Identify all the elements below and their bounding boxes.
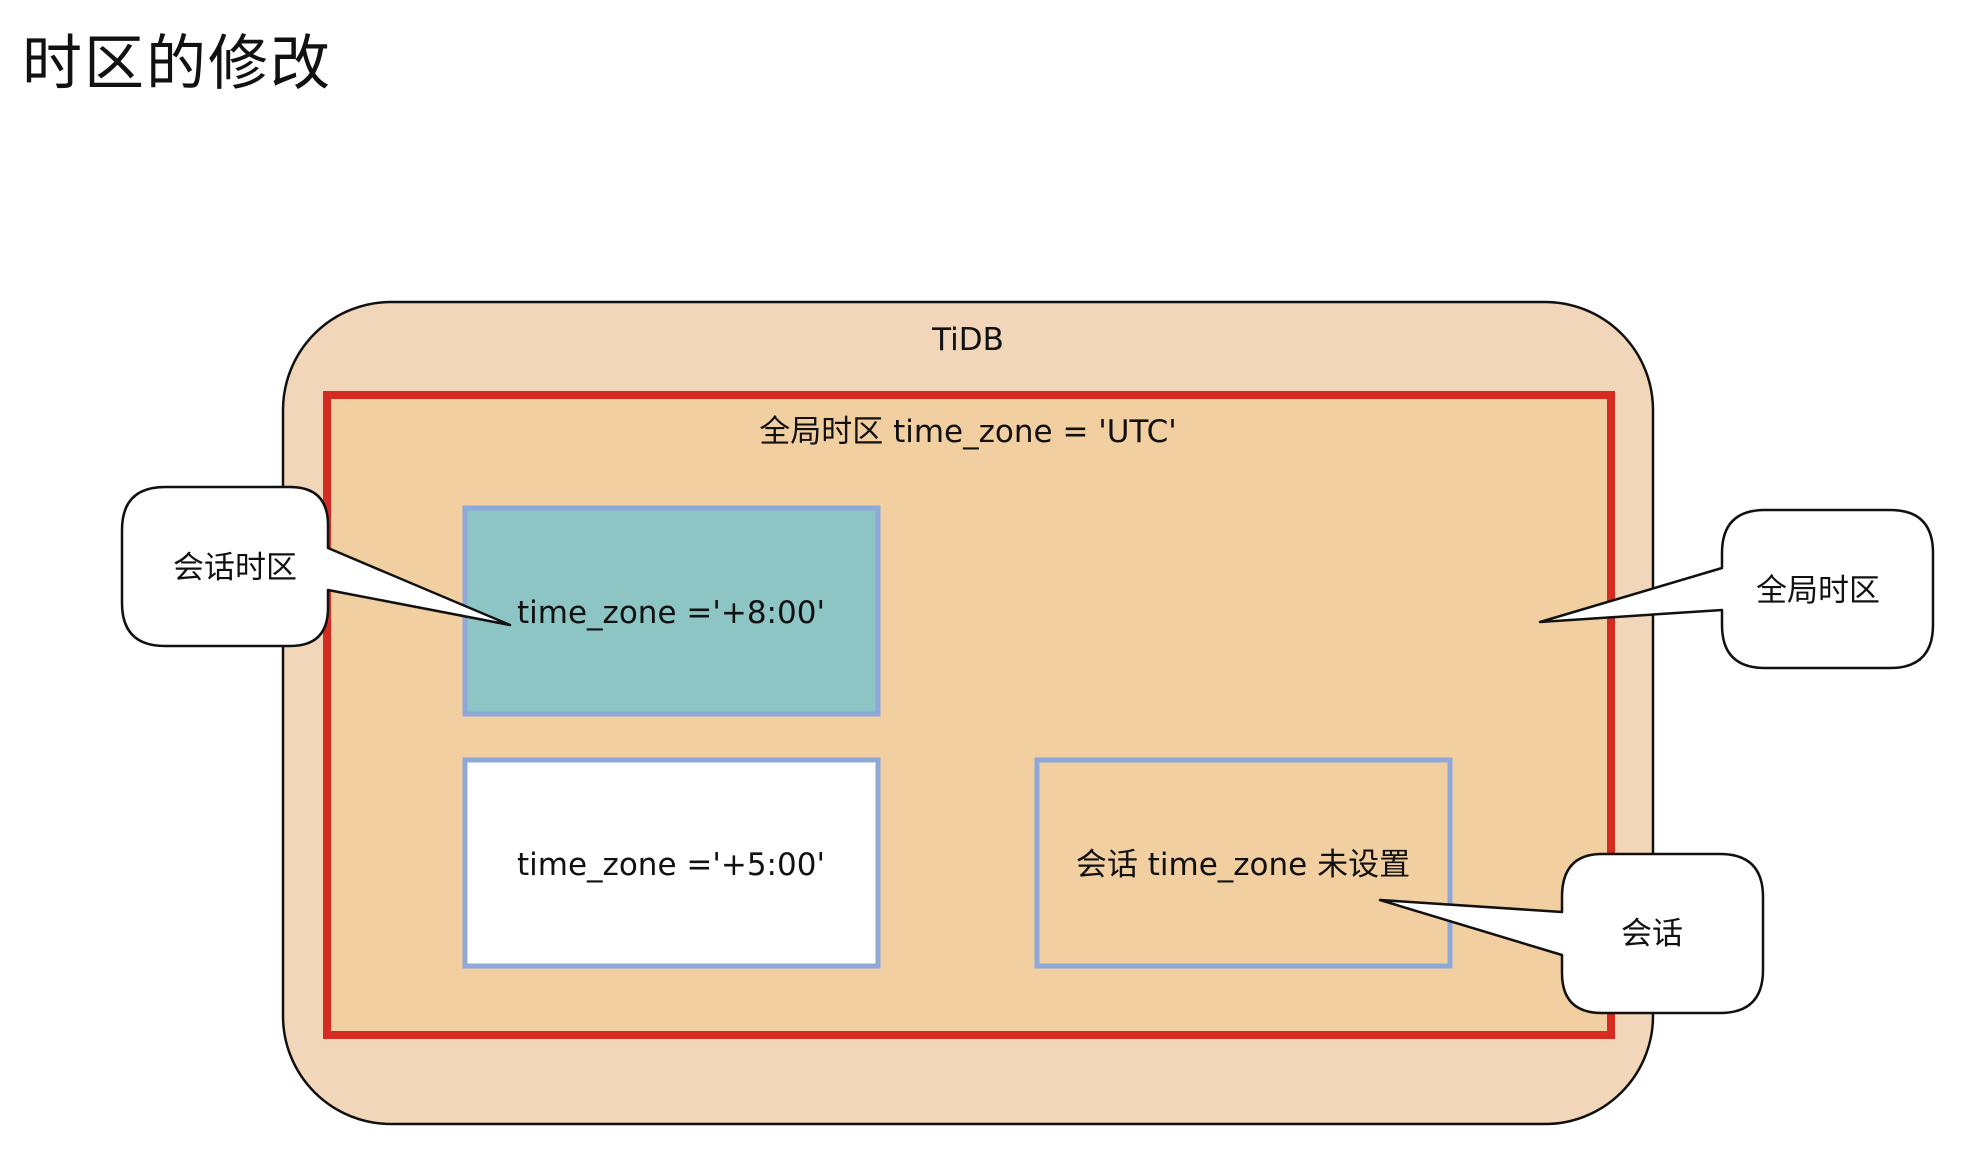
session-box-plus-5-label: time_zone ='+5:00': [517, 847, 825, 883]
callout-global-timezone: [1538, 508, 1935, 670]
session-box-unset-label: 会话 time_zone 未设置: [1076, 847, 1410, 883]
session-box-plus-5: [462, 757, 881, 969]
global-timezone-label: 全局时区 time_zone = 'UTC': [759, 414, 1177, 450]
page-title: 时区的修改: [22, 29, 332, 99]
tidb-label: TiDB: [931, 322, 1004, 358]
callout-session-timezone: [120, 485, 512, 648]
session-box-unset: [1034, 757, 1453, 969]
session-box-plus-8-label: time_zone ='+8:00': [517, 595, 825, 631]
callout-global-timezone-label: 全局时区: [1756, 573, 1880, 609]
callout-session: [1378, 852, 1765, 1015]
callout-session-label: 会话: [1621, 916, 1683, 952]
callout-session-timezone-label: 会话时区: [173, 550, 297, 586]
